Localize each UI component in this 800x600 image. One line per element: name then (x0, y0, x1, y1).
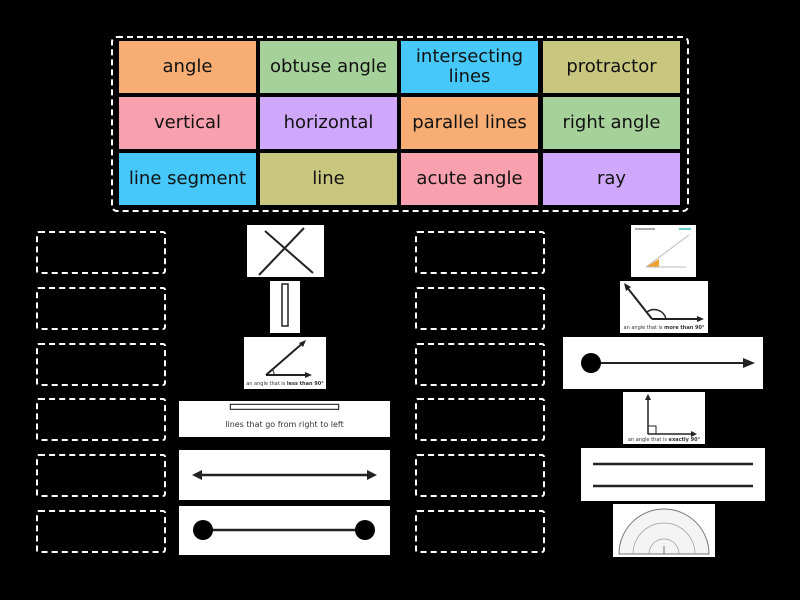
tile-horizontal[interactable]: horizontal (260, 97, 397, 149)
word-bank (111, 36, 689, 212)
drop-zone[interactable] (415, 398, 545, 441)
drop-zone[interactable] (415, 343, 545, 386)
tile-line-segment[interactable]: line segment (119, 153, 256, 205)
image-horizontal: lines that go from right to left (179, 401, 390, 437)
drop-zone[interactable] (415, 231, 545, 274)
drop-zone[interactable] (36, 454, 166, 497)
drop-zone[interactable] (415, 454, 545, 497)
image-obtuse-angle: an angle that is more than 90° (620, 281, 708, 333)
horizontal-caption: lines that go from right to left (225, 420, 344, 429)
image-vertical (270, 281, 300, 333)
tile-acute-angle[interactable]: acute angle (401, 153, 538, 205)
image-ray (563, 337, 763, 389)
image-line (179, 450, 390, 500)
tile-obtuse-angle[interactable]: obtuse angle (260, 41, 397, 93)
tile-angle[interactable]: angle (119, 41, 256, 93)
drop-zone[interactable] (415, 287, 545, 330)
image-line-segment (179, 506, 390, 555)
image-right-angle: an angle that is exactly 90° (623, 392, 705, 444)
acute-caption: an angle that is less than 90° (246, 381, 324, 387)
drop-zone[interactable] (415, 510, 545, 553)
tile-intersecting-lines[interactable]: intersecting lines (401, 41, 538, 93)
tile-protractor[interactable]: protractor (543, 41, 680, 93)
tile-ray[interactable]: ray (543, 153, 680, 205)
tile-parallel-lines[interactable]: parallel lines (401, 97, 538, 149)
tile-right-angle[interactable]: right angle (543, 97, 680, 149)
obtuse-caption: an angle that is more than 90° (623, 325, 705, 331)
tile-vertical[interactable]: vertical (119, 97, 256, 149)
right-caption: an angle that is exactly 90° (627, 437, 701, 443)
drop-zone[interactable] (36, 398, 166, 441)
drop-zone[interactable] (36, 343, 166, 386)
tile-line[interactable]: line (260, 153, 397, 205)
drop-zone[interactable] (36, 510, 166, 553)
image-protractor (613, 504, 715, 557)
image-intersecting-lines (247, 225, 324, 277)
image-acute-angle: an angle that is less than 90° (244, 337, 326, 389)
image-angle-diagram (631, 225, 696, 277)
drop-zone[interactable] (36, 287, 166, 330)
image-parallel-lines (581, 448, 765, 501)
drop-zone[interactable] (36, 231, 166, 274)
